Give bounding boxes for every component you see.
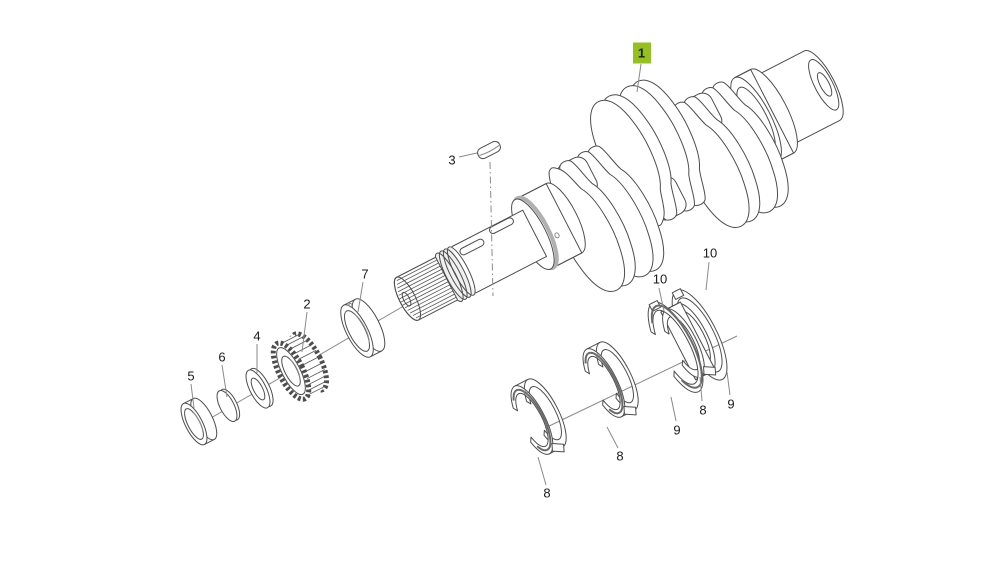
leader-lines: [190, 63, 731, 486]
bearing-shell-set-1: [510, 378, 567, 455]
locating-tab: [702, 366, 717, 376]
thrust-washer-tab: [671, 288, 685, 300]
oil-hole: [554, 232, 560, 239]
gear-drawing: [270, 331, 330, 402]
splined-shaft-end: [393, 256, 459, 321]
callout-5-collar[interactable]: 5: [187, 368, 195, 384]
crankshaft-drawing: [393, 50, 844, 321]
key-drawing: [477, 140, 501, 160]
bearing-shell-set-2: [582, 341, 639, 418]
callout-4-washer[interactable]: 4: [253, 328, 261, 344]
crank-throw-3: [673, 81, 789, 228]
callout-7-ring[interactable]: 7: [361, 266, 369, 282]
callout-8-bearing-shell[interactable]: 8: [699, 402, 707, 418]
collar-drawing: [180, 397, 218, 446]
callout-3-key[interactable]: 3: [448, 152, 456, 168]
key-alignment-centerline: [489, 161, 494, 297]
ring-drawing: [340, 298, 386, 358]
callout-8-bearing-shell[interactable]: 8: [616, 448, 624, 464]
locating-tab: [551, 442, 565, 453]
oil-hole: [348, 302, 353, 308]
callout-10-thrust-washer[interactable]: 10: [652, 271, 668, 287]
oil-hole: [595, 353, 601, 359]
thrust-bearing-set: [647, 288, 728, 393]
shim-drawing: [216, 388, 241, 422]
center-hole: [401, 291, 412, 307]
locating-tab: [623, 405, 637, 416]
keyway-slot: [459, 238, 485, 256]
callout-9-bearing-shell[interactable]: 9: [727, 396, 735, 412]
thread-band: [434, 245, 476, 303]
callout-8-bearing-shell[interactable]: 8: [543, 485, 551, 501]
callout-10-thrust-washer[interactable]: 10: [702, 245, 718, 261]
callout-1-crankshaft-highlighted[interactable]: 1: [632, 42, 651, 63]
oil-hole: [523, 390, 529, 396]
crank-throw-1: [548, 145, 665, 292]
axis-line-bearings: [544, 335, 738, 429]
crankshaft-rear-end: [755, 50, 844, 146]
callout-9-bearing-shell[interactable]: 9: [673, 422, 681, 438]
washer-drawing: [245, 367, 274, 409]
callout-2-gear[interactable]: 2: [303, 296, 311, 312]
keyway-slot: [489, 217, 514, 235]
callout-6-shim[interactable]: 6: [218, 349, 226, 365]
